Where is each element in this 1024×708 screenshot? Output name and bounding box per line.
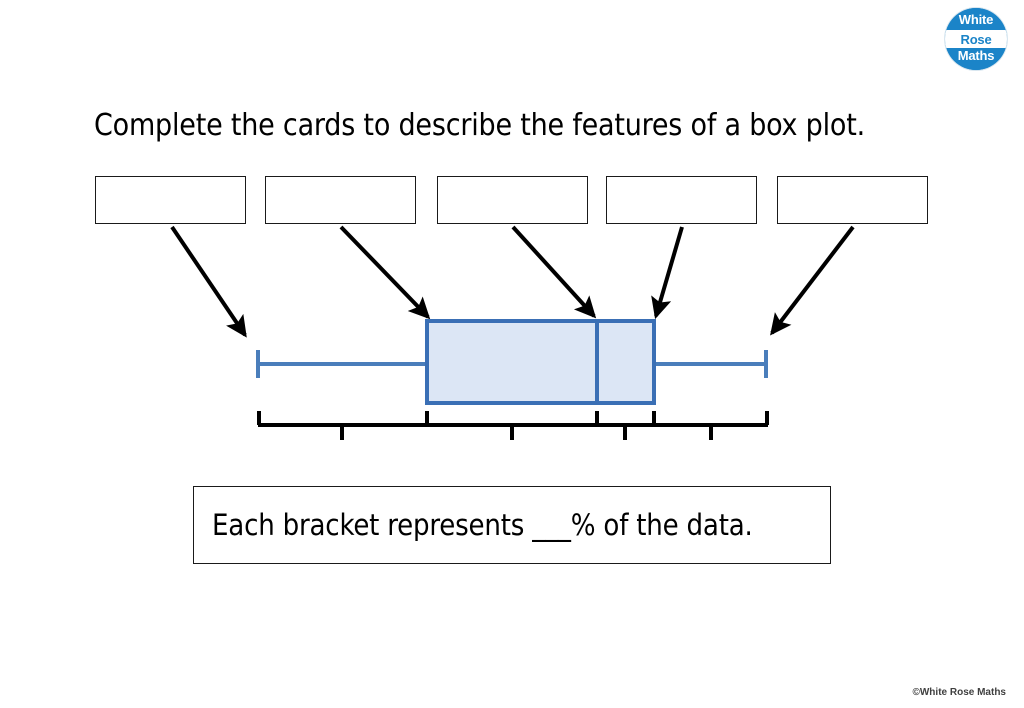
answer-card-upper-quartile[interactable] — [606, 176, 757, 224]
logo-band-middle: Rose — [945, 30, 1007, 49]
arrow-to-upper-quartile — [651, 226, 684, 320]
answer-card-minimum[interactable] — [95, 176, 246, 224]
logo-text-white: White — [958, 12, 994, 28]
statement-box[interactable]: Each bracket represents ___% of the data… — [193, 486, 831, 564]
statement-text: Each bracket represents ___% of the data… — [212, 508, 753, 542]
logo-text-maths: Maths — [957, 47, 995, 63]
arrow-to-median — [511, 225, 597, 319]
answer-card-lower-quartile[interactable] — [265, 176, 416, 224]
arrow-group — [170, 225, 855, 338]
answer-card-maximum[interactable] — [777, 176, 928, 224]
white-rose-maths-logo: White Rose Maths — [945, 8, 1007, 70]
page-title: Complete the cards to describe the featu… — [94, 108, 865, 143]
arrow-to-minimum — [170, 225, 247, 338]
answer-card-median[interactable] — [437, 176, 588, 224]
interquartile-box — [425, 319, 656, 405]
arrow-to-lower-quartile — [339, 225, 431, 320]
quartile-bracket-scale — [257, 411, 769, 440]
logo-band-bottom: Maths — [945, 47, 1007, 70]
arrow-to-maximum — [770, 225, 855, 336]
box-plot — [256, 319, 768, 405]
logo-text-rose: Rose — [960, 32, 992, 48]
logo-band-top: White — [945, 8, 1007, 32]
copyright-footer: ©White Rose Maths — [912, 687, 1007, 698]
